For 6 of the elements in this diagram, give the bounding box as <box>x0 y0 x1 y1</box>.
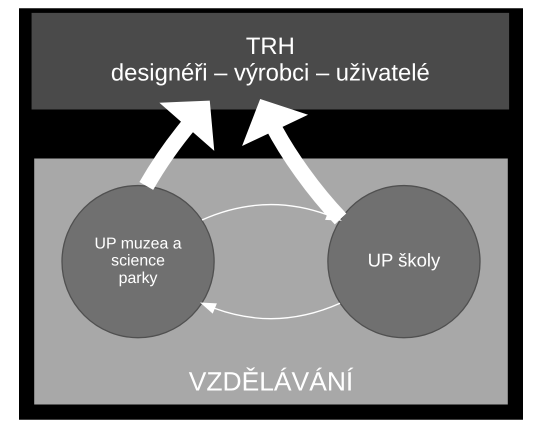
node-circle: UP muzea a science parky <box>60 184 214 338</box>
arrow <box>200 302 340 320</box>
arrow <box>242 98 346 224</box>
node-box: TRH designéři – výrobci – uživatelé <box>31 12 509 110</box>
node-circle: UP školy <box>326 184 480 338</box>
arrow <box>201 204 342 221</box>
